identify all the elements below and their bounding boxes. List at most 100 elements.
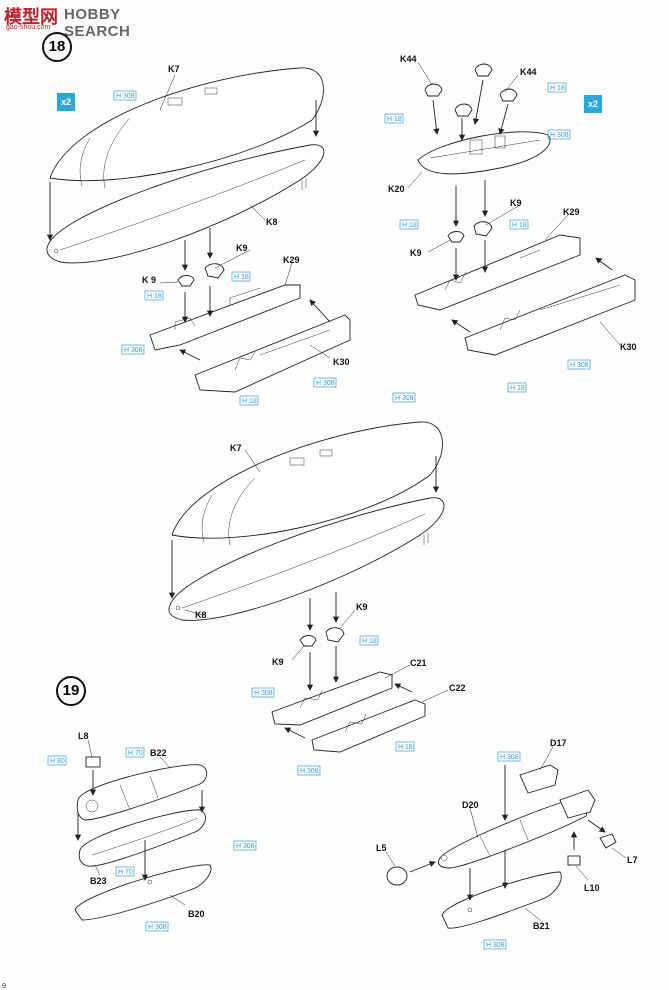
paint-h308-8: H 308 xyxy=(300,768,319,775)
pylon-k29-right xyxy=(414,234,581,311)
arrow-k44-a xyxy=(432,99,440,135)
paint-h308-2: H 308 xyxy=(124,347,143,354)
label-k30-right: K30 xyxy=(620,342,637,352)
label-b23: B23 xyxy=(90,876,107,886)
paint-h18-2: H 18 xyxy=(147,293,162,300)
paint-h308-7: H 308 xyxy=(254,690,273,697)
watermark-site-en: HOBBY SEARCH xyxy=(64,6,131,40)
arrow-k44-d xyxy=(498,103,509,135)
label-c22: C22 xyxy=(449,683,466,693)
leader-lines xyxy=(87,61,627,921)
paint-h308-6: H 308 xyxy=(395,395,414,402)
missile-body-d20 xyxy=(438,799,588,869)
arrow-c21 xyxy=(284,727,306,739)
arrow-k44-b xyxy=(472,79,484,125)
label-k8-center: K8 xyxy=(195,610,207,620)
tank-lower-half-center xyxy=(168,497,445,621)
label-k9-left-1: K9 xyxy=(236,243,248,253)
label-k9-right-1: K9 xyxy=(510,198,522,208)
label-k9-center-1: K9 xyxy=(356,602,368,612)
label-k9-center-2: K9 xyxy=(272,657,284,667)
missile-fin-b21 xyxy=(441,871,562,929)
pylon-c21-center xyxy=(271,671,393,726)
step-18-number: 18 xyxy=(42,32,72,62)
paint-h308-11: H 308 xyxy=(500,754,519,761)
paint-h308-4: H 308 xyxy=(550,132,569,139)
pod-upper-b22 xyxy=(76,764,208,821)
pylon-k29-left xyxy=(149,284,301,351)
paint-h308-5: H 308 xyxy=(570,362,589,369)
label-l10: L10 xyxy=(584,883,600,893)
tank-upper-half-left xyxy=(49,67,324,189)
sway-brace-k44-right xyxy=(424,63,518,117)
label-k20: K20 xyxy=(388,184,405,194)
paint-h18-3: H 18 xyxy=(242,398,257,405)
tank-upper-half-center xyxy=(171,421,443,546)
paint-h18-7: H 18 xyxy=(512,222,527,229)
arrow-k29-left xyxy=(179,349,201,361)
multiplier-badge-left: x2 xyxy=(57,93,75,111)
sway-brace-k9-center xyxy=(299,627,345,647)
label-k44-right-1: K44 xyxy=(400,54,417,64)
arrow-k30-right xyxy=(595,257,613,271)
arrow-l5 xyxy=(409,861,436,873)
label-k9-left-2: K 9 xyxy=(142,275,156,285)
watermark-logo: 模型网 HOBBY SEARCH gao-shou.com xyxy=(4,3,174,40)
sway-brace-k9-left xyxy=(177,263,225,287)
label-k44-right-2: K44 xyxy=(520,67,537,77)
part-l8 xyxy=(85,756,101,768)
label-k8-left: K8 xyxy=(266,217,278,227)
label-b22: B22 xyxy=(150,748,167,758)
paint-h70-2: H 70 xyxy=(118,869,133,876)
watermark-site-cn: 模型网 xyxy=(4,7,58,28)
step-19-number: 19 xyxy=(56,676,86,706)
paint-h308-3: H 308 xyxy=(316,380,335,387)
arrow-k29-right xyxy=(451,319,471,333)
paint-h18-4: H 18 xyxy=(550,85,565,92)
arrow-l7 xyxy=(587,819,606,833)
part-l7 xyxy=(599,833,617,849)
paint-h308-9: H 308 xyxy=(236,843,255,850)
paint-h308-12: H 308 xyxy=(486,942,505,949)
pylon-k20-right xyxy=(417,131,551,175)
label-l8: L8 xyxy=(78,731,89,741)
pylon-k30-left xyxy=(194,314,351,393)
label-l7: L7 xyxy=(627,855,638,865)
paint-h18-8: H 18 xyxy=(510,385,525,392)
missile-nose-section xyxy=(559,789,596,819)
label-k7-left: K7 xyxy=(168,64,180,74)
part-l10 xyxy=(567,855,581,866)
label-k29-left: K29 xyxy=(283,255,300,265)
label-c21: C21 xyxy=(410,658,427,668)
watermark-url: gao-shou.com xyxy=(6,24,51,31)
paint-h18-1: H 18 xyxy=(234,274,249,281)
label-k9-right-2: K9 xyxy=(410,248,422,258)
label-k29-right: K29 xyxy=(563,207,580,217)
arrow-k30-left xyxy=(309,299,331,323)
label-b20: B20 xyxy=(188,909,205,919)
pod-fin-b20 xyxy=(74,864,212,921)
multiplier-badge-right: x2 xyxy=(584,95,602,113)
page-number: 9 xyxy=(2,983,6,990)
label-d17: D17 xyxy=(550,738,567,748)
paint-h18-10: H 18 xyxy=(398,744,413,751)
label-b21: B21 xyxy=(533,921,550,931)
pod-lower-b23 xyxy=(78,809,206,867)
paint-h18-5: H 18 xyxy=(387,116,402,123)
paint-h80: H 80 xyxy=(50,758,65,765)
tank-lower-half-left xyxy=(46,144,325,264)
pylon-c22-center xyxy=(311,699,426,753)
sway-brace-k9-right xyxy=(447,221,493,243)
arrow-c22 xyxy=(394,683,413,693)
paint-h308-1: H 308 xyxy=(116,93,135,100)
label-l5: L5 xyxy=(376,843,387,853)
paint-h18-6: H 18 xyxy=(402,222,417,229)
paint-h70-1: H 70 xyxy=(128,750,143,757)
label-k7-center: K7 xyxy=(230,443,242,453)
part-l5 xyxy=(386,866,408,886)
label-d20: D20 xyxy=(462,800,479,810)
paint-callouts: H 308 H 18 H 18 H 308 H 308 H 18 H 18 H … xyxy=(47,82,591,950)
paint-h18-9: H 18 xyxy=(362,638,377,645)
